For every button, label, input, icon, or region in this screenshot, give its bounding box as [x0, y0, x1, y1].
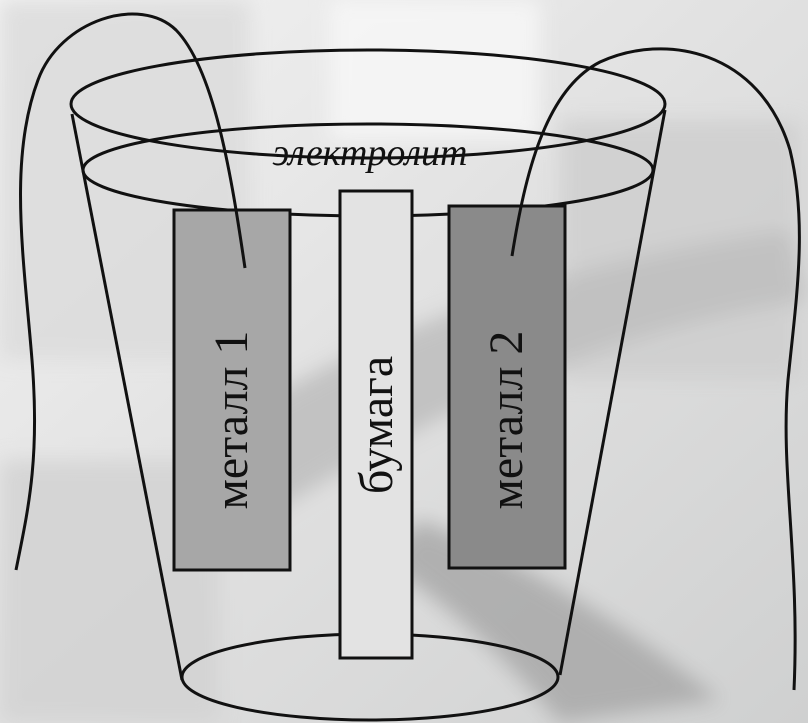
- metal2-label: металл 2: [480, 331, 533, 510]
- paper-label: бумага: [350, 356, 403, 494]
- electrolyte-label: электролит: [273, 132, 468, 174]
- metal1-label: металл 1: [205, 331, 258, 510]
